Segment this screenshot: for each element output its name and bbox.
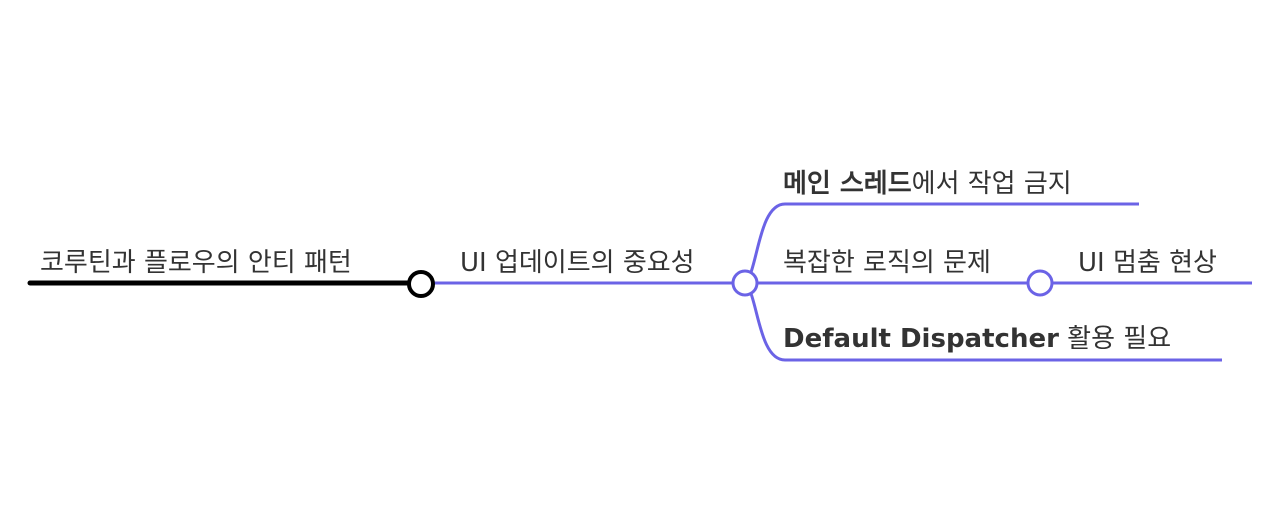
root-topic-label[interactable]: 코루틴과 플로우의 안티 패턴 [40,248,352,278]
branch-topic-label[interactable]: UI 업데이트의 중요성 [460,248,695,278]
child-topic-main-thread-bold: 메인 스레드 [783,169,912,199]
branch-node[interactable] [731,269,759,297]
child-topic-default-dispatcher[interactable]: Default Dispatcher 활용 필요 [783,326,1171,352]
child-topic-complex-logic[interactable]: 복잡한 로직의 문제 [783,248,991,278]
grandchild-topic-ui-freeze[interactable]: UI 멈춤 현상 [1078,248,1217,278]
child-topic-main-thread[interactable]: 메인 스레드에서 작업 금지 [783,171,1072,197]
complex-logic-node[interactable] [1026,269,1054,297]
child-topic-default-dispatcher-bold: Default Dispatcher [783,324,1059,354]
root-node[interactable] [407,270,435,298]
child-topic-main-thread-rest: 에서 작업 금지 [911,169,1072,199]
child-topic-default-dispatcher-rest: 활용 필요 [1058,324,1172,354]
